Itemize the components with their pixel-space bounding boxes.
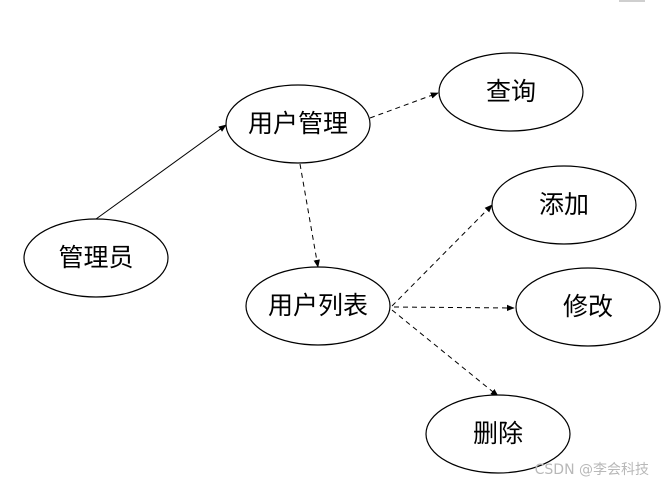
edge-user-list-to-delete <box>391 309 499 397</box>
node-add-label: 添加 <box>539 190 589 219</box>
edge-user-management-to-user-list <box>299 163 320 268</box>
node-admin-label: 管理员 <box>58 243 133 272</box>
node-user-management: 用户管理 <box>225 84 371 164</box>
node-user-list: 用户列表 <box>245 266 391 346</box>
edge-user-management-to-query <box>369 92 439 119</box>
node-query-label: 查询 <box>486 77 536 106</box>
edge-user-list-to-add <box>391 204 493 307</box>
edge-admin-to-user-management <box>95 124 227 220</box>
node-add: 添加 <box>491 165 637 245</box>
node-modify: 修改 <box>515 267 661 347</box>
watermark: CSDN @李会科技 <box>534 462 649 478</box>
node-admin: 管理员 <box>23 218 169 298</box>
node-query: 查询 <box>438 52 584 132</box>
node-delete-label: 删除 <box>473 419 523 448</box>
edge-user-list-to-modify <box>393 304 515 312</box>
node-user-management-label: 用户管理 <box>248 109 348 138</box>
corner-mark <box>619 0 645 2</box>
node-delete: 删除 <box>425 394 571 474</box>
node-user-list-label: 用户列表 <box>268 291 368 320</box>
node-modify-label: 修改 <box>563 292 613 321</box>
